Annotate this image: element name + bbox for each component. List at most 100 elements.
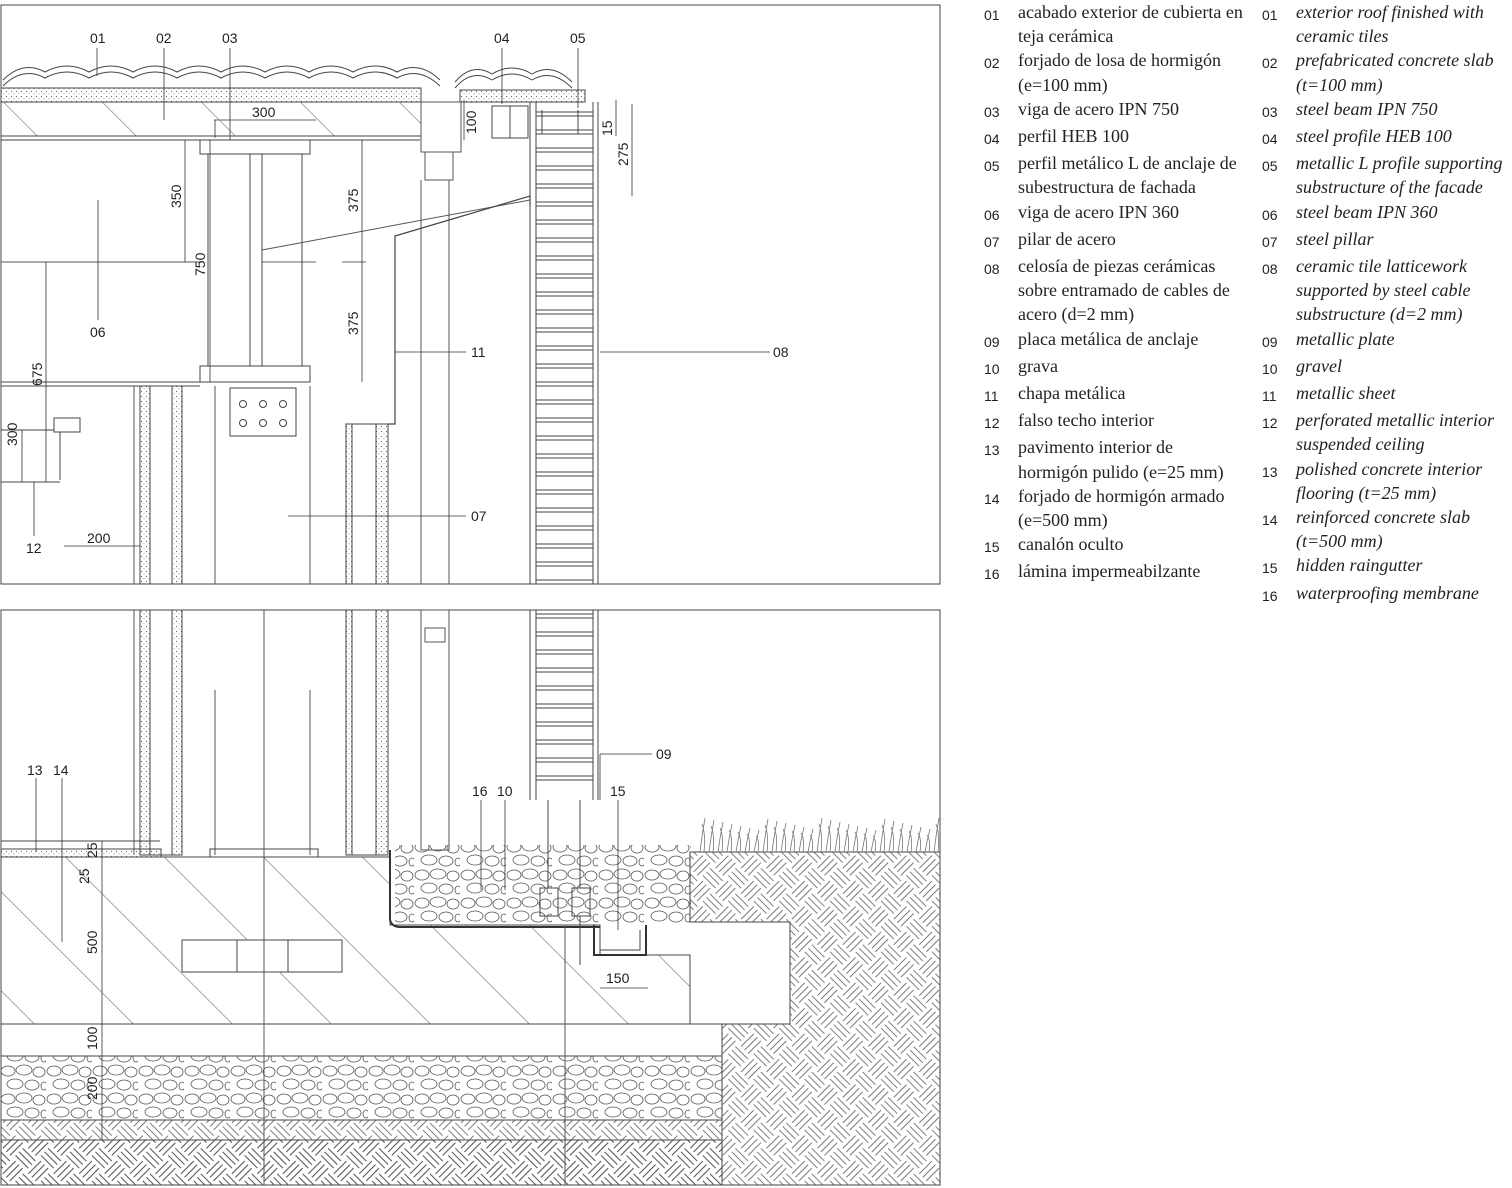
dim-200-bottom: 200: [84, 1076, 100, 1100]
legend-item: 02 forjado de losa de hormigón (e=100 mm): [984, 48, 1246, 96]
lattice-slat: [535, 757, 594, 763]
legend-text: exterior roof finished with ceramic tile…: [1296, 2, 1484, 47]
callout-12: 12: [26, 540, 42, 556]
lattice-slat: [535, 631, 594, 637]
legend-text: perfil metálico L de anclaje de subestru…: [1018, 153, 1237, 198]
legend-text: canalón oculto: [1018, 534, 1124, 555]
lattice-slat: [535, 739, 594, 745]
legend-text: perfil HEB 100: [1018, 126, 1129, 147]
legend-number: 14: [984, 490, 1000, 507]
lattice-slat: [535, 685, 594, 691]
legend-number: 02: [984, 55, 1000, 72]
callout-01: 01: [90, 30, 106, 46]
callout-15: 15: [610, 783, 626, 799]
legend-text: reinforced concrete slab (t=500 mm): [1296, 507, 1470, 552]
legend-number: 07: [1262, 233, 1278, 250]
legend-text: forjado de losa de hormigón (e=100 mm): [1018, 50, 1221, 95]
dim-200-top: 200: [87, 530, 111, 546]
legend-number: 04: [1262, 131, 1278, 148]
dim-150: 150: [606, 970, 630, 986]
callout-10: 10: [497, 783, 513, 799]
callout-16: 16: [472, 783, 488, 799]
legend-text: pavimento interior de hormigón pulido (e…: [1018, 437, 1224, 482]
legend-number: 14: [1262, 512, 1278, 529]
legend-number: 08: [1262, 261, 1278, 278]
callout-06: 06: [90, 324, 106, 340]
legend-number: 10: [1262, 360, 1278, 377]
lattice-slat: [535, 381, 594, 387]
lattice-slat: [535, 703, 594, 709]
lattice-slat: [535, 111, 594, 117]
callout-13: 13: [27, 762, 43, 778]
legend-number: 09: [1262, 333, 1278, 350]
lattice-slat: [535, 129, 594, 135]
legend-number: 16: [984, 566, 1000, 583]
legend-text: gravel: [1296, 355, 1342, 376]
legend-text: viga de acero IPN 750: [1018, 98, 1179, 119]
lattice-slat: [535, 309, 594, 315]
legend-text: grava: [1018, 355, 1058, 376]
legend-text: lámina impermeabilzante: [1018, 561, 1201, 582]
lattice-slat: [535, 327, 594, 333]
legend-number: 06: [1262, 206, 1278, 223]
dim-350: 350: [168, 184, 184, 208]
legend-number: 08: [984, 261, 1000, 278]
dim-100-top: 100: [463, 110, 479, 134]
legend-text: steel beam IPN 360: [1296, 201, 1438, 222]
legend-text: perforated metallic interior suspended c…: [1296, 410, 1494, 455]
lattice-slat: [535, 543, 594, 549]
lattice-slat: [535, 345, 594, 351]
lattice-slat: [535, 399, 594, 405]
dim-100-bottom: 100: [84, 1026, 100, 1050]
lattice-slat: [535, 667, 594, 673]
legend-item: 14 forjado de hormigón armado (e=500 mm): [984, 484, 1246, 532]
legend-number: 15: [984, 539, 1000, 556]
callout-05: 05: [570, 30, 586, 46]
legend-number: 16: [1262, 587, 1278, 604]
legend-text: steel profile HEB 100: [1296, 126, 1452, 147]
legend-text: forjado de hormigón armado (e=500 mm): [1018, 485, 1225, 531]
dim-750: 750: [192, 252, 208, 276]
lattice-slat: [535, 507, 594, 513]
ipn-750-beam: [199, 139, 311, 383]
lattice-slat: [535, 435, 594, 441]
dim-25-upper: 25: [84, 842, 100, 858]
legend-item: 14 reinforced concrete slab (t=500 mm): [1262, 505, 1512, 553]
legend-number: 09: [984, 333, 1000, 350]
roof-detail: 01 02 03 04 05 06 07 08 11 12 300 100 15…: [0, 4, 941, 585]
lattice-slat: [535, 201, 594, 207]
dim-500: 500: [84, 930, 100, 954]
legend-text: steel pillar: [1296, 228, 1374, 249]
dim-300-left: 300: [4, 422, 20, 446]
legend-number: 05: [984, 158, 1000, 175]
dim-300-top: 300: [252, 104, 276, 120]
lattice-slat: [535, 363, 594, 369]
lattice-slat: [535, 525, 594, 531]
foundation-detail: 09 13 14 15 16 10 25 25 500 150 100 200: [0, 609, 941, 1186]
legend-text: metallic plate: [1296, 328, 1395, 349]
lattice-slat: [535, 561, 594, 567]
lattice-slat: [535, 273, 594, 279]
dim-375-upper: 375: [345, 188, 361, 212]
legend-text: steel beam IPN 750: [1296, 98, 1438, 119]
lattice-slat: [535, 255, 594, 261]
dim-375-lower: 375: [345, 311, 361, 335]
legend-text: falso techo interior: [1018, 410, 1154, 431]
lattice-slat: [535, 417, 594, 423]
dim-15: 15: [599, 120, 615, 136]
legend-item: 07 steel pillar: [1262, 227, 1512, 254]
